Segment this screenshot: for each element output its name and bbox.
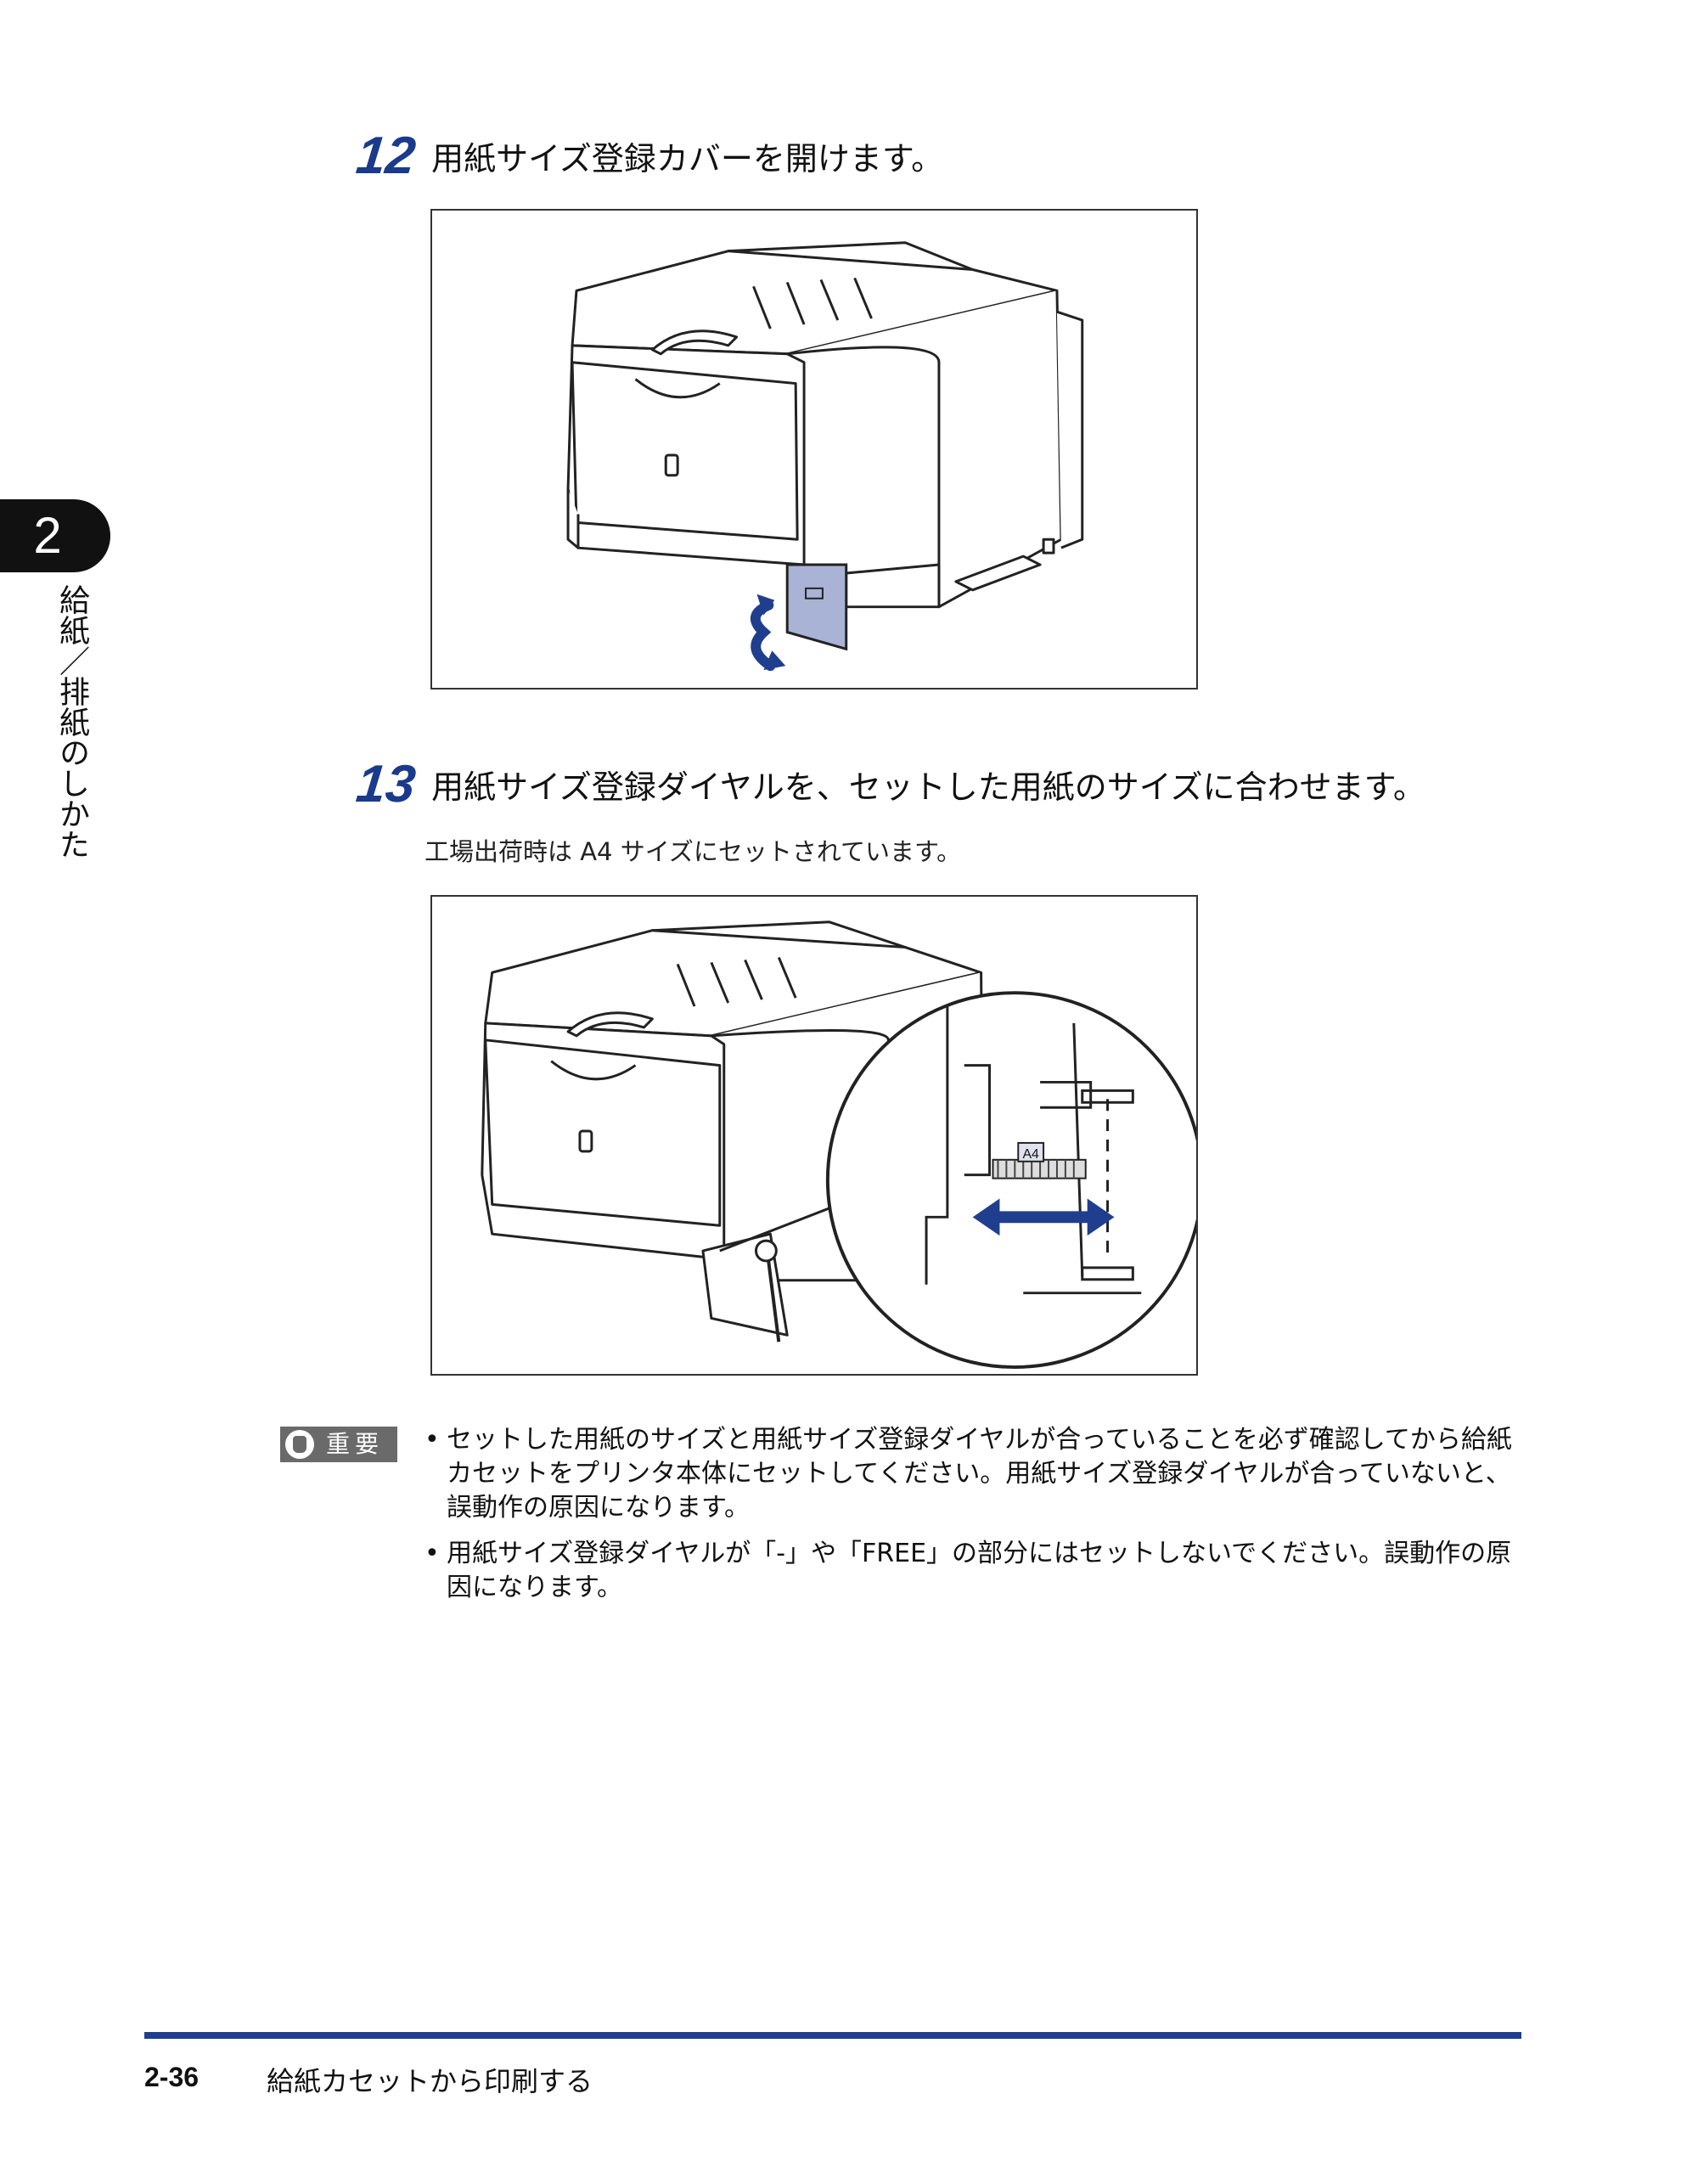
footer-section-title: 給紙カセットから印刷する: [267, 2065, 593, 2097]
step-13: 13 用紙サイズ登録ダイヤルを、セットした用紙のサイズに合わせます。: [353, 754, 1425, 814]
figure-set-dial: A4: [430, 895, 1198, 1376]
important-label: 重要: [326, 1430, 385, 1458]
printer-illustration: [566, 241, 1084, 672]
step-note: 工場出荷時は A4 サイズにセットされています。: [424, 837, 962, 866]
page-number: 2-36: [144, 2062, 200, 2092]
dial-size-label: A4: [1022, 1147, 1039, 1162]
note-item: セットした用紙のサイズと用紙サイズ登録ダイヤルが合っていることを必ず確認してから…: [424, 1423, 1528, 1525]
zoom-circle: [825, 991, 1196, 1369]
step-text: 用紙サイズ登録ダイヤルを、セットした用紙のサイズに合わせます。: [431, 768, 1425, 806]
size-registration-cover: [785, 563, 848, 651]
step-number: 13: [353, 755, 419, 813]
step-number: 12: [353, 127, 419, 185]
important-notes: セットした用紙のサイズと用紙サイズ登録ダイヤルが合っていることを必ず確認してから…: [424, 1423, 1528, 1617]
step-12: 12 用紙サイズ登録カバーを開けます。: [353, 126, 944, 186]
step-text: 用紙サイズ登録カバーを開けます。: [431, 140, 944, 177]
hand-stop-icon: [285, 1430, 314, 1459]
printer-dial-illustration: A4: [481, 920, 1196, 1369]
note-item: 用紙サイズ登録ダイヤルが「-」や「FREE」の部分にはセットしないでください。誤…: [424, 1537, 1528, 1605]
chapter-tab: 2: [0, 499, 110, 572]
footer-rule: [144, 2032, 1521, 2039]
open-arrow-icon: [751, 599, 776, 672]
important-badge: 重要: [280, 1427, 397, 1462]
chapter-title: 給紙／排紙のしかた: [54, 584, 89, 859]
figure-open-cover: [430, 209, 1198, 690]
